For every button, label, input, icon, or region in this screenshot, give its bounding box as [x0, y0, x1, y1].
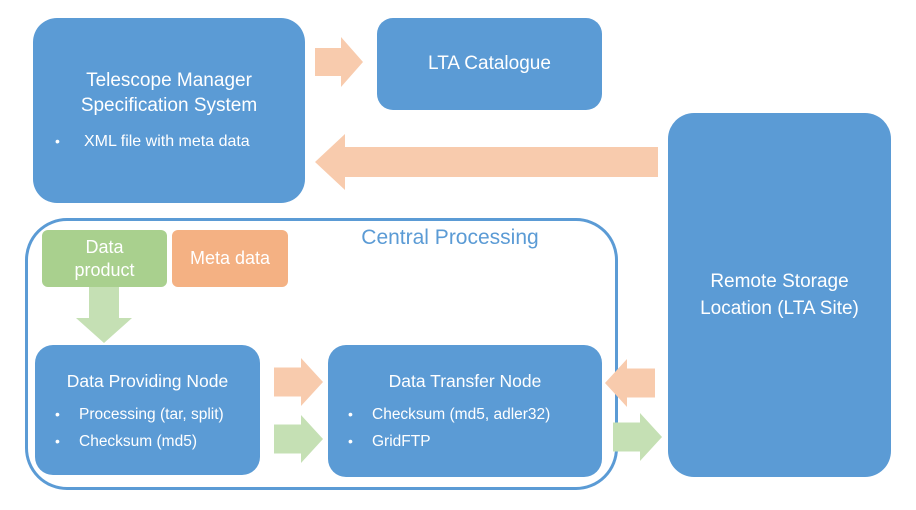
- arrow-dtn-to-remote-icon: [613, 413, 662, 461]
- remote-storage-line2: Location (LTA Site): [700, 298, 859, 319]
- telescope-manager-title-line2: Specification System: [80, 95, 258, 116]
- data-product-line1: Data: [85, 236, 124, 257]
- data-transfer-node-box: Data Transfer Node Checksum (md5, adler3…: [328, 345, 602, 477]
- telescope-manager-box: Telescope Manager Specification System X…: [33, 18, 305, 203]
- meta-data-box: Meta data: [172, 230, 288, 287]
- bullet-text: Checksum (md5, adler32): [372, 406, 551, 423]
- arrow-remote-to-telescope-icon: [315, 134, 658, 190]
- telescope-manager-title-line1: Telescope Manager: [86, 70, 252, 91]
- bullet-icon: [55, 428, 79, 455]
- remote-storage-line1: Remote Storage: [710, 271, 849, 292]
- data-product-line2: product: [74, 259, 135, 280]
- central-processing-container: [25, 218, 618, 490]
- bullet-icon: [55, 401, 79, 428]
- bullet-item: Checksum (md5): [35, 428, 260, 455]
- data-product-box: Data product: [42, 230, 167, 287]
- bullet-item: Checksum (md5, adler32): [328, 401, 602, 428]
- bullet-text: XML file with meta data: [84, 133, 250, 150]
- lta-catalogue-label: LTA Catalogue: [428, 53, 551, 74]
- bullet-icon: [348, 428, 372, 455]
- remote-storage-box: Remote Storage Location (LTA Site): [668, 113, 891, 477]
- data-providing-node-title: Data Providing Node: [66, 371, 229, 391]
- bullet-icon: [55, 128, 84, 155]
- data-transfer-node-title: Data Transfer Node: [388, 371, 542, 391]
- arrow-telescope-to-lta-icon: [315, 37, 363, 87]
- central-processing-title: Central Processing: [361, 226, 539, 249]
- bullet-item: GridFTP: [328, 428, 602, 455]
- lta-catalogue-box: LTA Catalogue: [377, 18, 602, 110]
- data-providing-node-box: Data Providing Node Processing (tar, spl…: [35, 345, 260, 475]
- bullet-item: XML file with meta data: [33, 128, 305, 155]
- bullet-icon: [348, 401, 372, 428]
- meta-data-label: Meta data: [189, 248, 271, 268]
- bullet-item: Processing (tar, split): [35, 401, 260, 428]
- bullet-text: GridFTP: [372, 433, 431, 450]
- bullet-text: Checksum (md5): [79, 433, 197, 450]
- bullet-text: Processing (tar, split): [79, 406, 224, 423]
